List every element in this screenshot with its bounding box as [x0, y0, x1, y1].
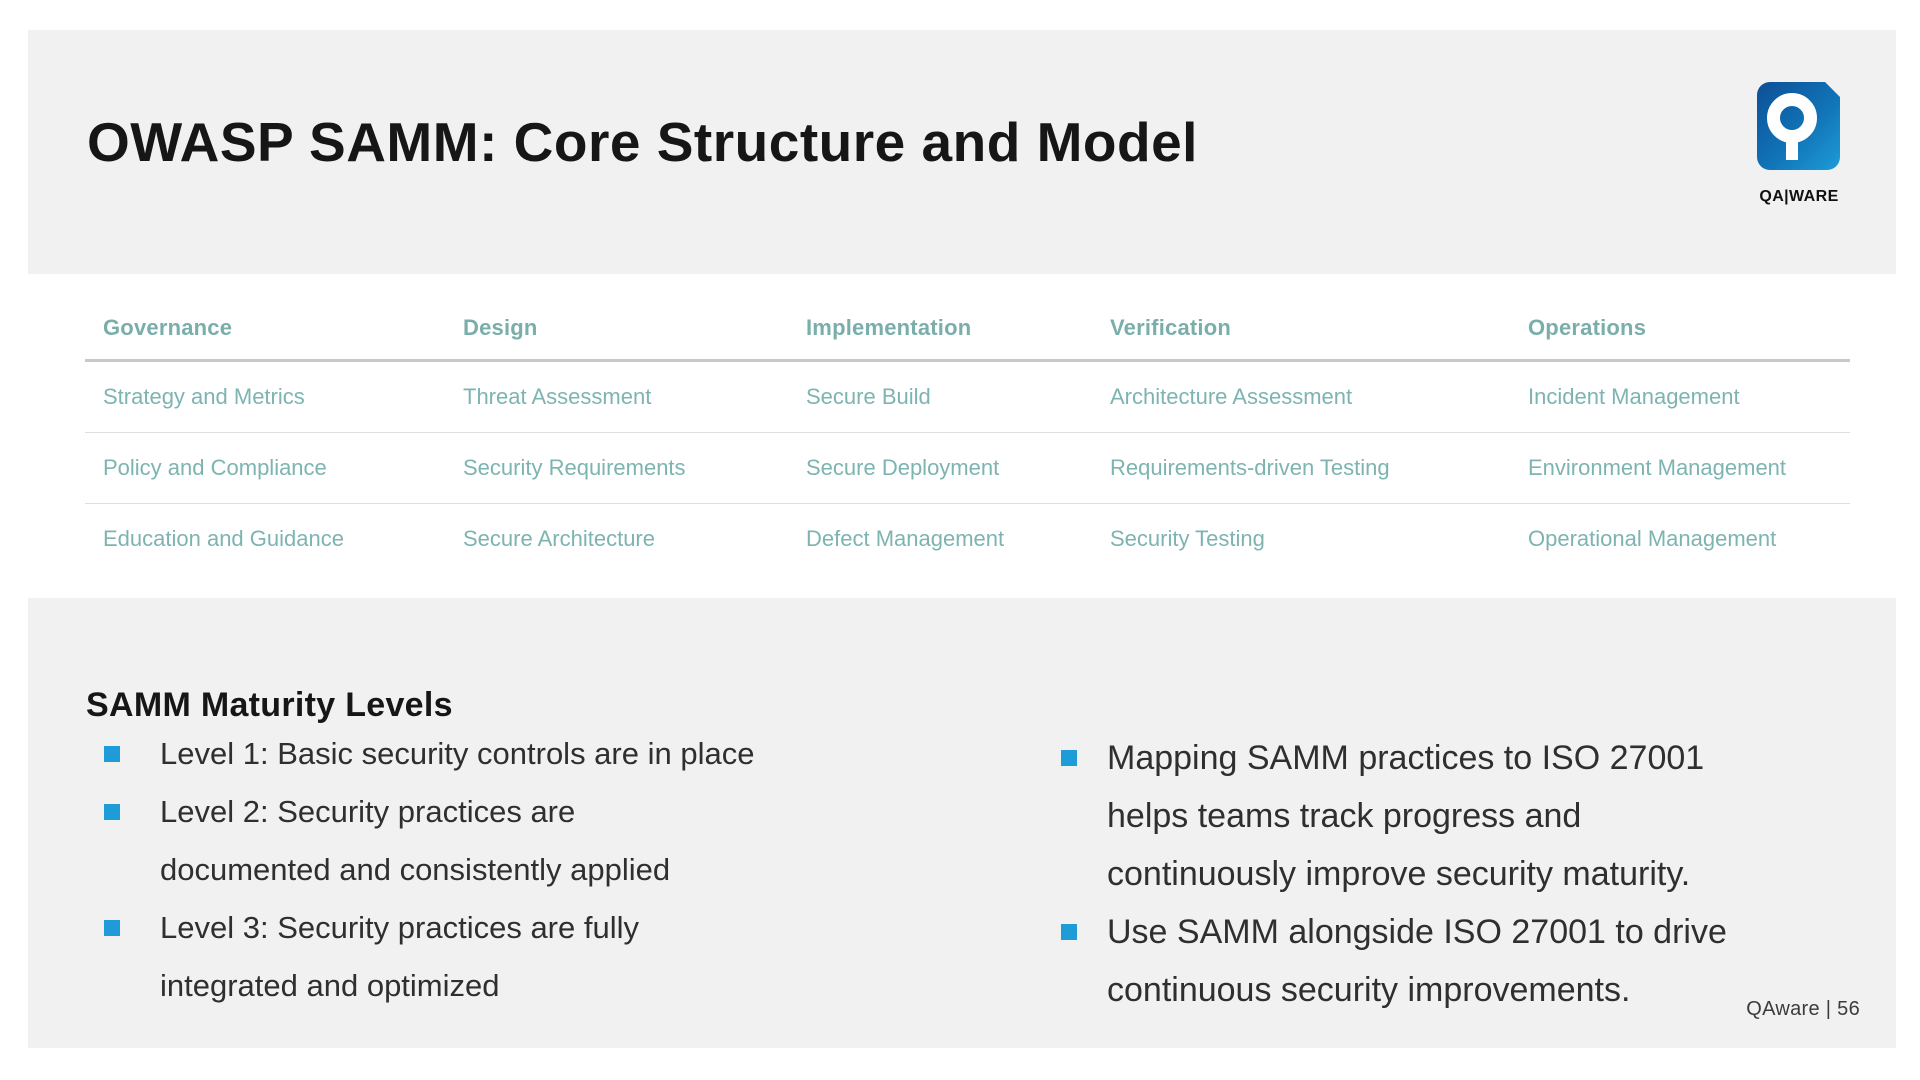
title-band-background — [28, 30, 1896, 274]
table-cell: Architecture Assessment — [1092, 360, 1510, 433]
table-row: Education and Guidance Secure Architectu… — [85, 504, 1850, 575]
table-cell: Secure Deployment — [788, 432, 1092, 504]
bullet-text: Use SAMM alongside ISO 27001 to drive co… — [1107, 913, 1727, 1009]
table-cell: Secure Build — [788, 360, 1092, 433]
bullet-text: Level 1: Basic security controls are in … — [160, 736, 755, 771]
table-cell: Operational Management — [1528, 526, 1777, 551]
table-cell: Strategy and Metrics — [85, 360, 445, 433]
list-item: Level 3: Security practices are fully in… — [104, 899, 904, 1015]
list-item: Level 1: Basic security controls are in … — [104, 725, 904, 783]
table-cell: Security Testing — [1110, 526, 1265, 551]
maturity-section-heading: SAMM Maturity Levels — [86, 686, 453, 725]
column-header-implementation: Implementation — [788, 293, 1092, 362]
table-cell: Incident Management — [1510, 360, 1850, 433]
slide-page-number: QAware | 56 — [1746, 998, 1860, 1020]
table-cell: Environment Management — [1510, 432, 1850, 504]
table-cell: Secure Architecture — [463, 526, 655, 551]
qaware-logo-icon — [1757, 81, 1841, 170]
table-cell: Defect Management — [806, 526, 1005, 551]
table-row: Policy and Compliance Security Requireme… — [85, 432, 1850, 504]
square-bullet-icon — [104, 920, 120, 936]
slide-title: OWASP SAMM: Core Structure and Model — [87, 110, 1198, 173]
square-bullet-icon — [1061, 924, 1077, 940]
samm-practices-table: Governance Design Implementation Verific… — [85, 293, 1850, 574]
square-bullet-icon — [104, 746, 120, 762]
list-item: Mapping SAMM practices to ISO 27001 help… — [1061, 729, 1871, 903]
square-bullet-icon — [104, 804, 120, 820]
column-header-verification: Verification — [1092, 293, 1510, 362]
column-header-operations: Operations — [1510, 293, 1850, 362]
table-row: Strategy and Metrics Threat Assessment S… — [85, 360, 1850, 433]
maturity-band-background — [28, 598, 1896, 1048]
table-cell: Policy and Compliance — [85, 432, 445, 504]
table-cell: Threat Assessment — [445, 360, 788, 433]
bullet-text: Level 3: Security practices are fully in… — [160, 910, 639, 1003]
column-header-governance: Governance — [85, 293, 445, 362]
bullet-text: Mapping SAMM practices to ISO 27001 help… — [1107, 739, 1705, 893]
table-header-row: Governance Design Implementation Verific… — [85, 293, 1850, 362]
square-bullet-icon — [1061, 750, 1077, 766]
list-item: Level 2: Security practices are document… — [104, 783, 904, 899]
qaware-logo-wordmark: QA|WARE — [1759, 188, 1839, 205]
iso-mapping-list: Mapping SAMM practices to ISO 27001 help… — [1061, 729, 1871, 1019]
table-cell: Education and Guidance — [103, 526, 344, 551]
table-cell: Security Requirements — [445, 432, 788, 504]
bullet-text: Level 2: Security practices are document… — [160, 794, 671, 887]
table-cell: Requirements-driven Testing — [1092, 432, 1510, 504]
column-header-design: Design — [445, 293, 788, 362]
list-item: Use SAMM alongside ISO 27001 to drive co… — [1061, 903, 1871, 1019]
maturity-levels-list: Level 1: Basic security controls are in … — [104, 725, 904, 1015]
